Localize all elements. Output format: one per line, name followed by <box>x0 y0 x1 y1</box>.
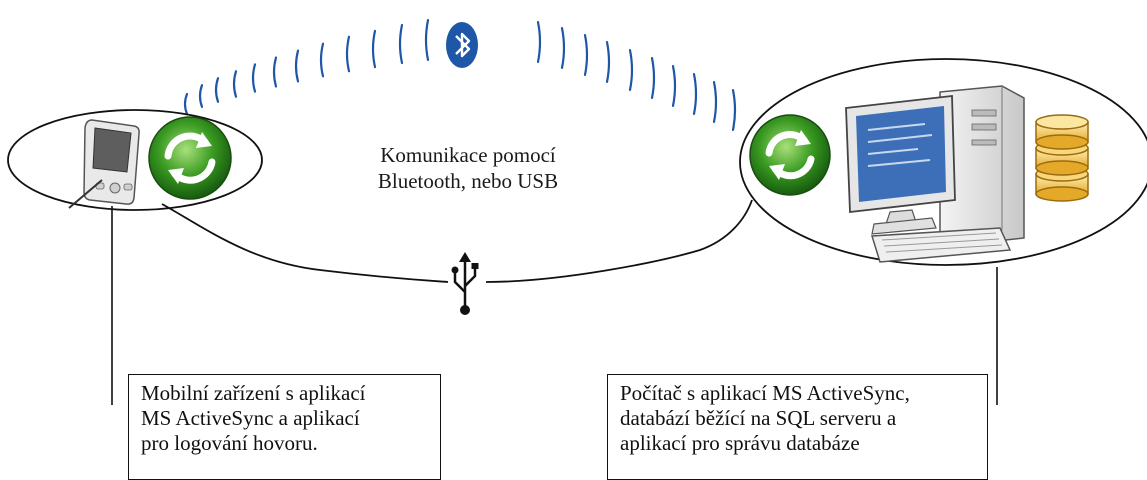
database-icon <box>1035 114 1089 202</box>
sync-icon <box>148 116 232 200</box>
pc-ellipse <box>739 58 1147 266</box>
pc-description-line: aplikací pro správu databáze <box>620 431 860 455</box>
mobile-ellipse <box>7 109 263 211</box>
wireless-wave-arc <box>605 41 611 83</box>
wireless-wave-arc <box>650 57 656 99</box>
wireless-wave-arc <box>731 89 737 131</box>
wireless-wave-arc <box>560 27 566 69</box>
pc-description-line: Počítač s aplikací MS ActiveSync, <box>620 381 910 405</box>
bluetooth-icon <box>446 22 478 68</box>
usb-icon <box>451 252 479 315</box>
wireless-wave-arc <box>319 42 325 78</box>
wireless-wave-arc <box>712 81 718 123</box>
wireless-wave-arc <box>232 70 238 98</box>
wireless-wave-arc <box>398 23 404 65</box>
wireless-wave-arc <box>272 56 278 88</box>
wireless-wave-arc <box>251 63 257 93</box>
wireless-label-line1: Komunikace pomocí <box>380 143 556 167</box>
mobile-description-box: Mobilní zařízení s aplikací MS ActiveSyn… <box>128 374 441 480</box>
wireless-wave-arc <box>536 21 542 63</box>
wireless-wave-arc <box>214 77 220 103</box>
wireless-wave-arc <box>671 65 677 107</box>
wireless-wave-arc <box>692 73 698 115</box>
mobile-description-line: Mobilní zařízení s aplikací <box>141 381 366 405</box>
wireless-wave-arc <box>424 19 430 61</box>
wireless-label: Komunikace pomocí Bluetooth, nebo USB <box>340 142 596 194</box>
pc-description-box: Počítač s aplikací MS ActiveSync, databá… <box>607 374 988 480</box>
wireless-wave-arc <box>183 92 189 116</box>
wireless-wave-arc <box>294 49 300 83</box>
wireless-waves <box>183 19 737 131</box>
mobile-description-line: MS ActiveSync a aplikací <box>141 406 360 430</box>
wireless-wave-arc <box>345 35 351 73</box>
wireless-wave-arc <box>583 34 589 76</box>
wireless-wave-arc <box>371 29 377 69</box>
pc-icon <box>845 85 1025 263</box>
pda-icon <box>68 119 140 209</box>
usb-cable <box>161 199 753 283</box>
mobile-description-line: pro logování hovoru. <box>141 431 318 455</box>
wireless-label-line2: Bluetooth, nebo USB <box>377 169 559 193</box>
wireless-wave-arc <box>628 49 634 91</box>
sync-icon <box>749 114 831 196</box>
wireless-wave-arc <box>198 84 204 108</box>
pc-description-line: databází běžící na SQL serveru a <box>620 406 897 430</box>
